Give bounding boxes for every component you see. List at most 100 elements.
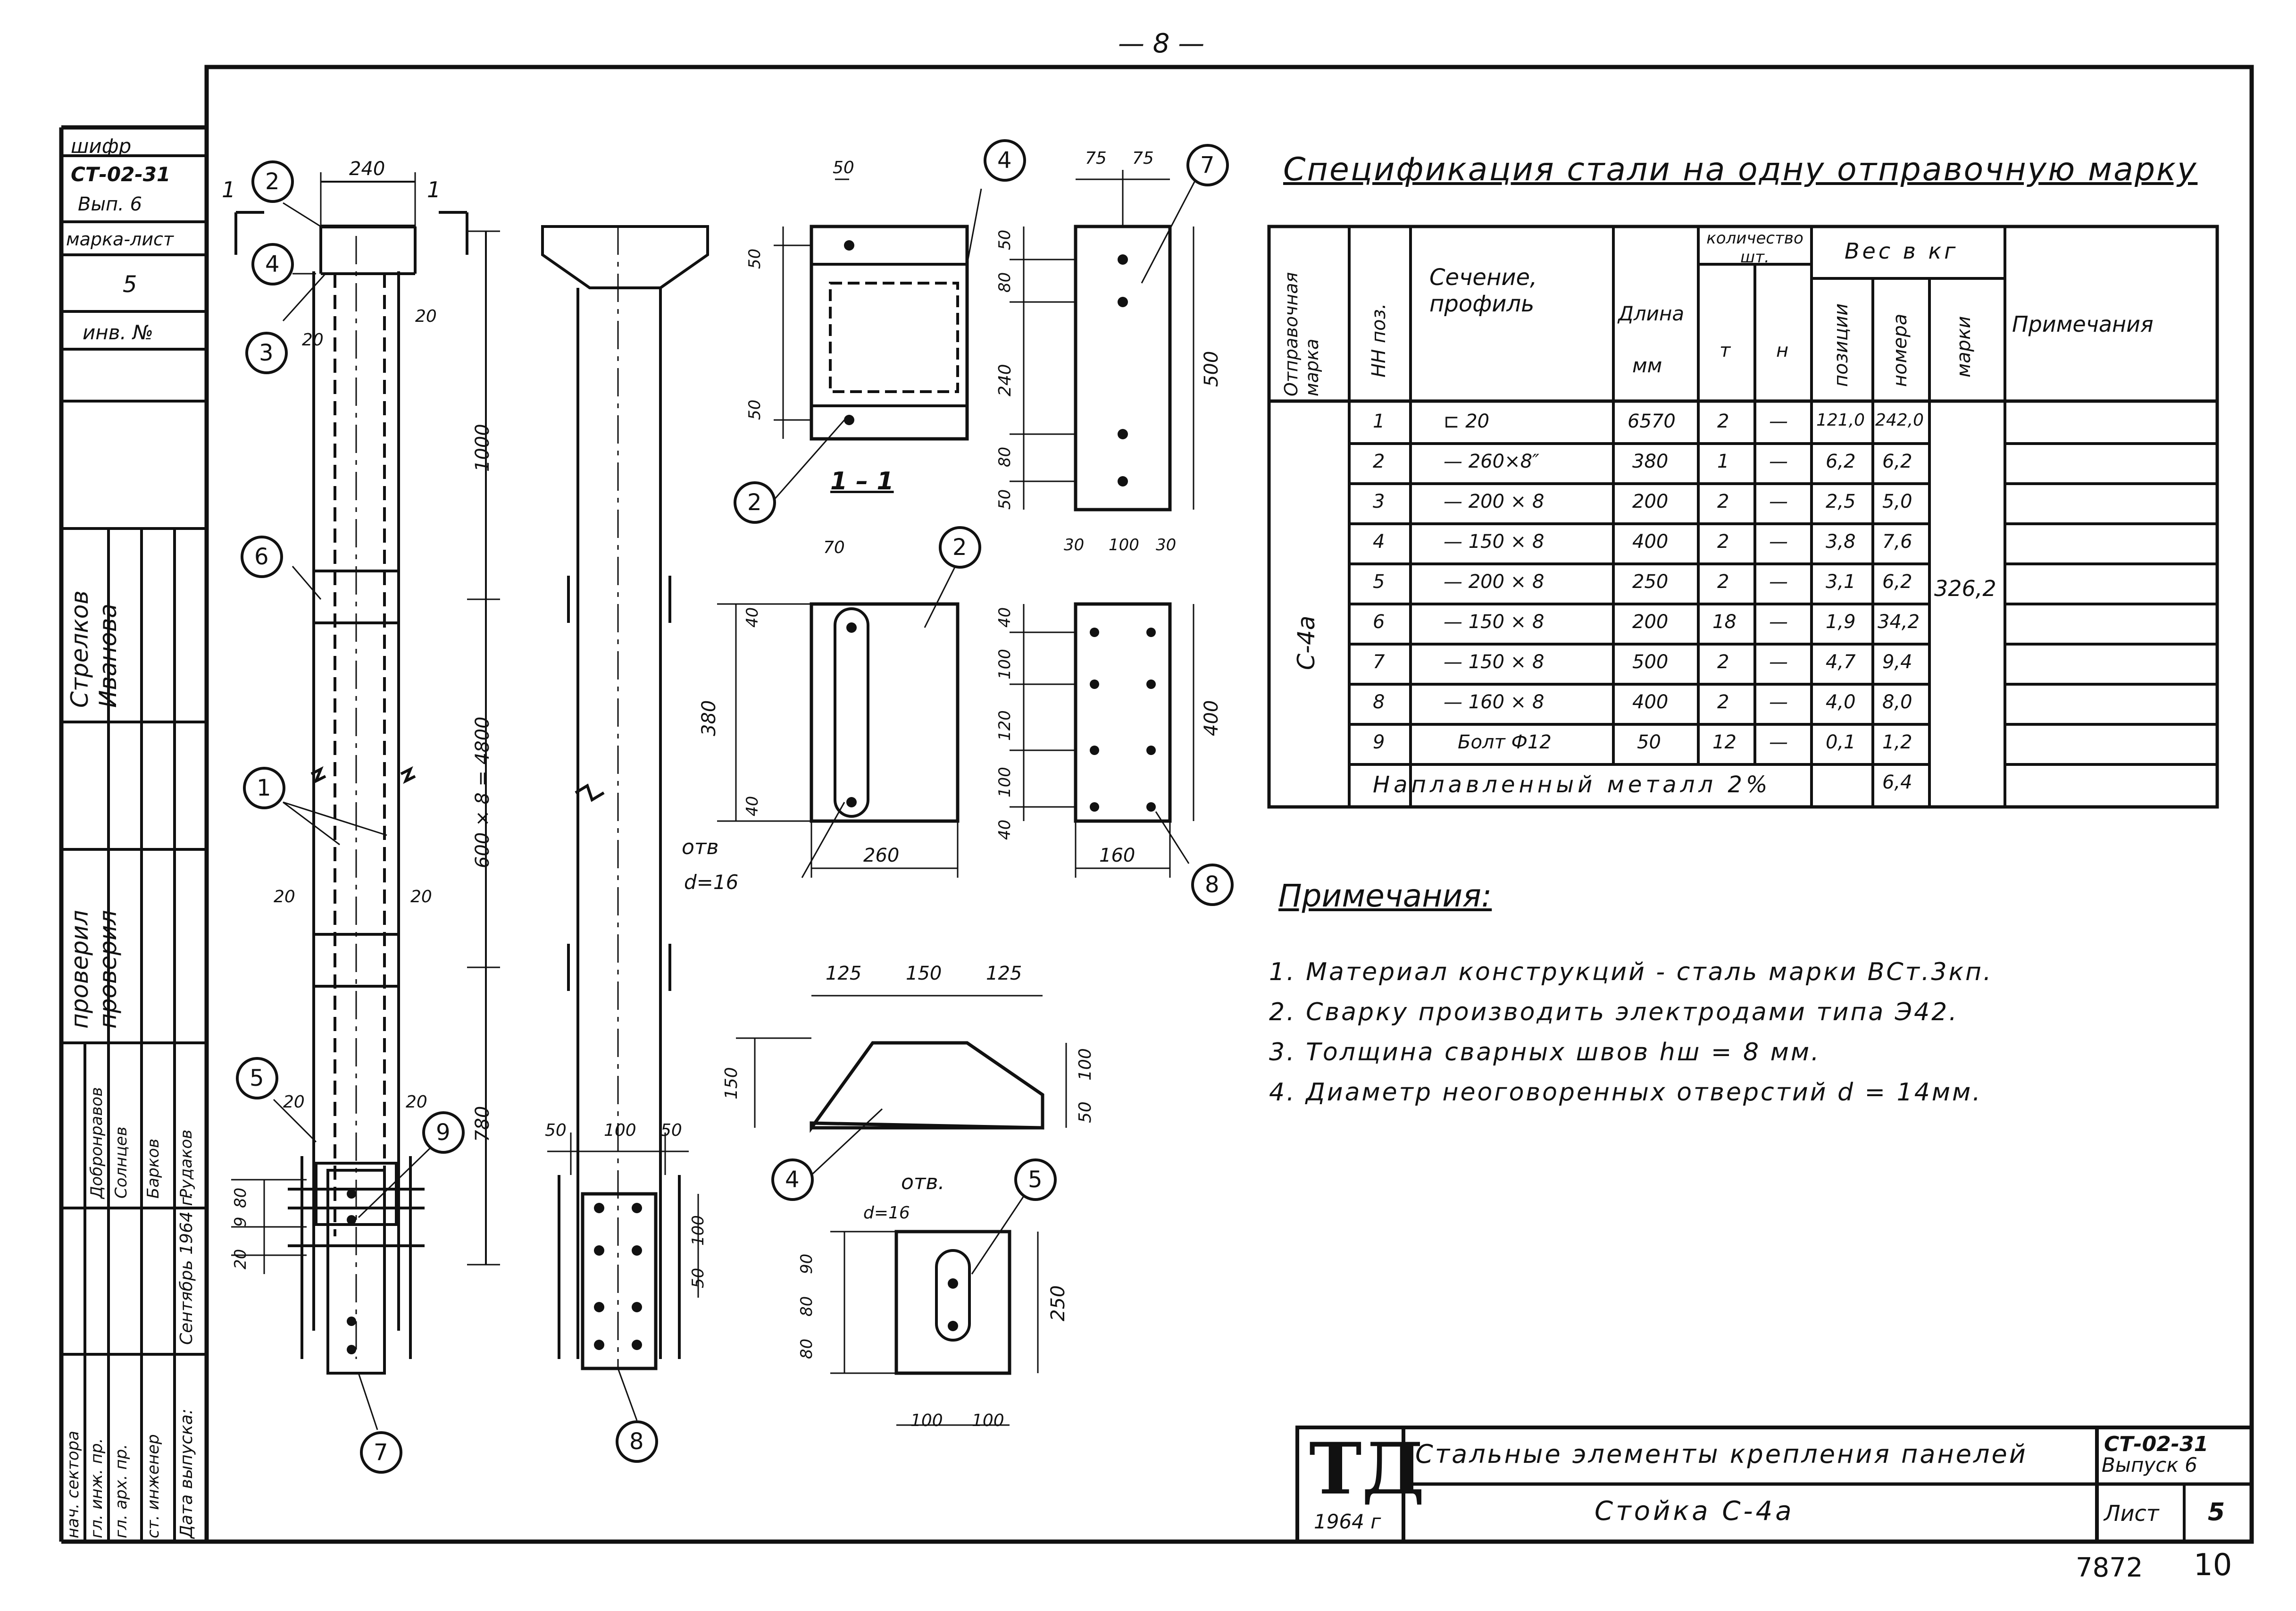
- dim-label: 50: [995, 489, 1014, 510]
- table-cell: 7,6: [1882, 531, 1912, 553]
- stamp-surname-3: Барков: [144, 1138, 163, 1199]
- table-cell: 5: [1373, 571, 1385, 593]
- table-cell: —: [1769, 611, 1788, 633]
- note-item: 4. Диаметр неоговоренных отверстий d = 1…: [1269, 1078, 1982, 1107]
- stamp-role-1: нач. сектора: [64, 1431, 83, 1538]
- callout-7: 7: [1200, 152, 1215, 178]
- spec-header-w-num: номера: [1889, 313, 1911, 387]
- table-cell: 8,0: [1882, 691, 1912, 713]
- dim-label: 80: [797, 1296, 816, 1317]
- spec-mark-weight: 326,2: [1934, 576, 1996, 601]
- dim-label: 125: [826, 963, 862, 984]
- hole-dia-2: d=16: [863, 1203, 910, 1223]
- table-cell: 2: [1717, 531, 1729, 553]
- table-cell: 380: [1632, 451, 1669, 472]
- spec-weld-label: Наплавленный металл 2%: [1373, 772, 1771, 798]
- table-cell: 1: [1373, 411, 1385, 432]
- dim-label: 240: [995, 364, 1015, 396]
- spec-header-qty-t: т: [1720, 340, 1731, 361]
- dim-label: 30: [1064, 536, 1085, 554]
- dim-label: 20: [274, 887, 295, 906]
- table-cell: 18: [1712, 611, 1737, 633]
- spec-header-pos: НН поз.: [1368, 303, 1390, 378]
- spec-header-w-pos: позиции: [1830, 303, 1852, 387]
- hole-note-2: отв.: [901, 1170, 945, 1194]
- table-cell: 4: [1373, 531, 1385, 553]
- table-cell: 9,4: [1882, 651, 1912, 673]
- stamp-name-2: Иванова: [94, 604, 122, 708]
- stamp-inv-label: инв. №: [83, 321, 153, 344]
- section-label: 1 – 1: [830, 467, 894, 495]
- spec-weld-value: 6,4: [1882, 772, 1912, 793]
- table-cell: 6,2: [1826, 451, 1856, 472]
- stamp-role-3: гл. арх. пр.: [112, 1444, 131, 1538]
- callout-8: 8: [1205, 872, 1219, 898]
- dim-label: 50: [745, 248, 764, 269]
- table-cell: 400: [1632, 531, 1669, 553]
- table-cell: —: [1769, 411, 1788, 432]
- callout-1: 1: [257, 775, 271, 801]
- spec-header-notes: Примечания: [2012, 311, 2154, 337]
- dim-label: 40: [743, 607, 762, 628]
- dim-label: 400: [1201, 700, 1222, 736]
- table-cell: — 150 × 8: [1444, 531, 1545, 553]
- dim-label: 100: [604, 1121, 636, 1140]
- table-cell: —: [1769, 451, 1788, 472]
- table-cell: 3,1: [1826, 571, 1856, 593]
- dim-label: 100: [995, 767, 1014, 797]
- dim-label: 780: [472, 1106, 493, 1142]
- table-cell: 1,2: [1882, 731, 1912, 753]
- dim-label: 100: [910, 1411, 943, 1430]
- callout-2: 2: [747, 489, 762, 516]
- logo-year: 1964 г: [1314, 1510, 1381, 1533]
- dim-label: 380: [698, 700, 720, 736]
- stamp-shifr-label: шифр: [71, 134, 132, 158]
- table-cell: Болт Ф12: [1458, 731, 1552, 753]
- dim-label: 20: [283, 1092, 305, 1112]
- dim-label: 75: [1085, 149, 1107, 168]
- dim-label: 80: [995, 272, 1014, 293]
- dim-label: 20: [302, 330, 324, 350]
- table-cell: — 200 × 8: [1444, 571, 1545, 593]
- stamp-surname-4: Рудаков: [177, 1129, 196, 1199]
- callout-5: 5: [250, 1065, 264, 1091]
- dim-label: 40: [995, 819, 1014, 840]
- stamp-code: СТ-02-31: [71, 163, 171, 186]
- dim-label: 125: [986, 963, 1022, 984]
- callout-7: 7: [374, 1439, 388, 1466]
- dim-label: 160: [1099, 845, 1135, 866]
- stamp-date: Сентябрь 1964 г.: [177, 1191, 196, 1345]
- table-cell: 2: [1717, 691, 1729, 713]
- table-cell: 2: [1717, 411, 1729, 432]
- dim-label: 9: [231, 1217, 250, 1227]
- table-cell: 2: [1717, 491, 1729, 512]
- table-cell: — 260×8″: [1444, 451, 1539, 472]
- table-cell: 7: [1373, 651, 1385, 673]
- dim-label: 120: [995, 710, 1014, 741]
- stamp-name-1: Стрелков: [66, 590, 93, 708]
- stamp-role-4: ст. инженер: [144, 1434, 163, 1538]
- dim-label: 50: [689, 1267, 708, 1288]
- table-cell: — 150 × 8: [1444, 611, 1545, 633]
- table-cell: 250: [1632, 571, 1669, 593]
- callout-2: 2: [265, 168, 280, 195]
- stamp-surname-2: Солнцев: [112, 1126, 131, 1199]
- tb-issue: Выпуск 6: [2102, 1453, 2197, 1477]
- archive-number: 7872: [2076, 1552, 2143, 1583]
- tb-code: СТ-02-31: [2104, 1432, 2209, 1456]
- dim-label: 20: [406, 1092, 427, 1112]
- dim-label: 100: [689, 1215, 708, 1246]
- dim-label: 50: [545, 1121, 567, 1140]
- callout-6: 6: [254, 544, 269, 570]
- dim-label: 50: [660, 1121, 682, 1140]
- table-cell: 121,0: [1816, 411, 1865, 430]
- table-cell: 242,0: [1875, 411, 1924, 430]
- spec-header-weight: Вес в кг: [1845, 238, 1959, 264]
- dim-label: 250: [1047, 1285, 1069, 1321]
- stamp-role-2: гл. инж. пр.: [87, 1438, 106, 1538]
- callout-8: 8: [629, 1428, 644, 1455]
- table-cell: —: [1769, 571, 1788, 593]
- dim-label: 150: [906, 963, 942, 984]
- table-cell: 5,0: [1882, 491, 1912, 512]
